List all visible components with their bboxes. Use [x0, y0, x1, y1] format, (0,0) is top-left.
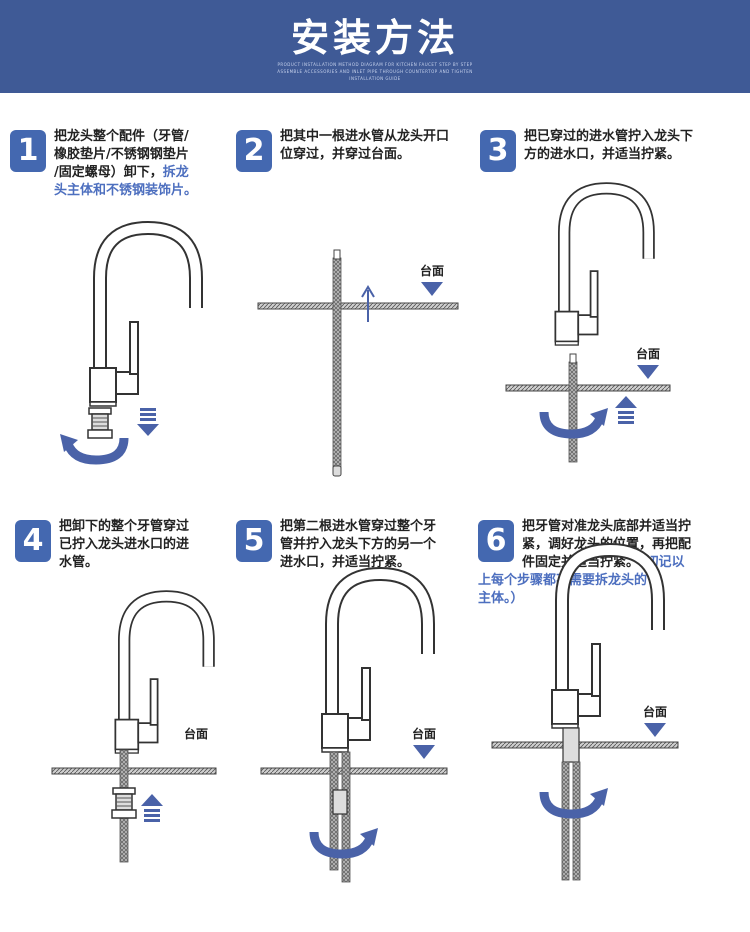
countertop-label: 台面 [184, 726, 208, 741]
step-line: 橡胶垫片/不锈钢钢垫片 [54, 147, 189, 162]
step-5-illustration: 台面 [260, 574, 448, 883]
header-subtitle-2: ASSEMBLE ACCESSORIES AND INLET PIPE THRO… [277, 69, 473, 74]
step-highlight: 主体。） [478, 591, 524, 606]
step-line: 把龙头整个配件（牙管/ [54, 129, 189, 144]
step-3-illustration: 台面 [505, 188, 671, 463]
step-highlight: 头主体和不锈钢装饰片。 [54, 183, 198, 198]
step-line-text: /固定螺母）卸下， [54, 165, 163, 180]
countertop-label: 台面 [643, 704, 667, 719]
step-line: 把牙管对准龙头底部并适当拧 [522, 519, 692, 534]
step-instruction: 把龙头整个配件（牙管/ 橡胶垫片/不锈钢钢垫片 /固定螺母）卸下，拆龙 头主体和… [54, 128, 197, 200]
step-instruction: 把卸下的整个牙管穿过 已拧入龙头进水口的进 水管。 [59, 518, 189, 572]
stack-bar [140, 408, 156, 411]
step-number-badge: 2 [236, 130, 272, 172]
step-line: 方的进水口，并适当拧紧。 [524, 147, 681, 162]
step-instruction: 把其中一根进水管从龙头开口 位穿过，并穿过台面。 [280, 128, 449, 164]
countertop-label: 台面 [412, 726, 436, 741]
header-subtitle-3: INSTALLATION GUIDE [349, 76, 401, 81]
inlet-hose [568, 361, 578, 463]
step-line: 管并拧入龙头下方的另一个 [280, 537, 437, 552]
down-arrow-icon [413, 745, 435, 759]
shank-part [332, 789, 348, 815]
shank-part [111, 787, 137, 819]
step-line: 进水口，并适当拧紧。 [280, 555, 411, 570]
inlet-hose [561, 761, 570, 881]
countertop [260, 767, 448, 775]
countertop [505, 384, 671, 392]
step-number-badge: 6 [478, 520, 514, 562]
down-arrow-icon [421, 282, 443, 296]
up-stack-arrow-icon [615, 396, 637, 424]
countertop [491, 741, 679, 749]
countertop-label: 台面 [420, 263, 444, 278]
step-highlight: 拆龙 [162, 165, 189, 180]
step-number-badge: 3 [480, 130, 516, 172]
step-6-illustration: 台面 [491, 550, 679, 881]
header-subtitle-1: PRODUCT INSTALLATION METHOD DIAGRAM FOR … [277, 62, 473, 67]
inlet-hose [332, 257, 342, 471]
up-stack-arrow-icon [141, 794, 163, 822]
down-arrow-icon [644, 723, 666, 737]
step-line: 水管。 [59, 555, 99, 570]
step-instruction: 把已穿过的进水管拧入龙头下 方的进水口，并适当拧紧。 [524, 128, 693, 164]
step-1-illustration [60, 228, 196, 460]
step-line: 把第二根进水管穿过整个牙 [280, 519, 437, 534]
stack-bar [140, 418, 156, 421]
up-arrow-icon [361, 285, 375, 322]
step-line: 把其中一根进水管从龙头开口 [280, 129, 450, 144]
step-4-illustration: 台面 [51, 596, 217, 863]
step-line: 把已穿过的进水管拧入龙头下 [524, 129, 694, 144]
stack-bar [140, 413, 156, 416]
step-number-badge: 4 [15, 520, 51, 562]
step-2-illustration: 台面 [257, 249, 459, 477]
countertop [51, 767, 217, 775]
inlet-hose [572, 761, 581, 881]
down-arrow-icon [637, 365, 659, 379]
inlet-hose [341, 751, 351, 883]
countertop-label: 台面 [636, 346, 660, 361]
step-line: /固定螺母）卸下，拆龙 [54, 164, 197, 182]
countertop [257, 302, 459, 310]
header-banner: 安装方法 PRODUCT INSTALLATION METHOD DIAGRAM… [0, 0, 750, 93]
step-number-badge: 1 [10, 130, 46, 172]
step-line: 已拧入龙头进水口的进 [59, 537, 190, 552]
step-line: 位穿过，并穿过台面。 [280, 147, 411, 162]
shank-part [562, 727, 580, 763]
step-line: 把卸下的整个牙管穿过 [59, 519, 190, 534]
down-arrow-icon [137, 424, 159, 436]
step-instruction: 把第二根进水管穿过整个牙 管并拧入龙头下方的另一个 进水口，并适当拧紧。 [280, 518, 436, 572]
page-title: 安装方法 [290, 16, 459, 60]
step-number-badge: 5 [236, 520, 272, 562]
